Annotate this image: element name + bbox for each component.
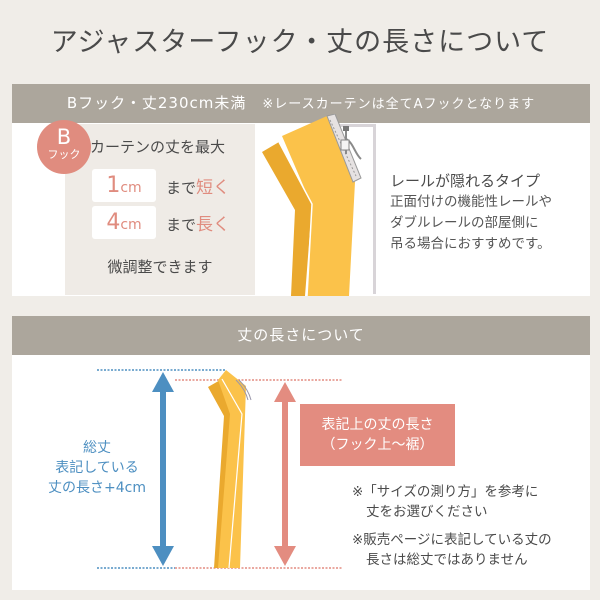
adjust-heading: カーテンの丈を最大	[90, 138, 226, 156]
length-notes: ※「サイズの測り方」を参考に 丈をお選びください ※販売ページに表記している丈の…	[352, 482, 552, 578]
hook-type-title: Bフック・丈230cm未満	[66, 94, 247, 112]
length-panel: 丈の長さについて 総丈 表記している 丈の長さ+4cm 表記上の丈の長さ （フッ…	[12, 316, 590, 590]
total-label-line: 総丈	[83, 440, 111, 456]
cm-value-box: 4cm	[92, 206, 156, 239]
lace-note: ※レースカーテンは全てAフックとなります	[262, 97, 536, 112]
note-line: 丈をお選びください	[366, 504, 488, 520]
rail-type-description: 正面付けの機能性レールや ダブルレールの部屋側に 吊る場合におすすめです。	[390, 192, 552, 255]
adjust-row-longer: 4cm まで長く	[92, 206, 230, 239]
note-line: 長さは総丈ではありません	[366, 552, 528, 568]
cm-unit: cm	[120, 217, 142, 233]
adjust-prefix: まで	[166, 179, 197, 197]
note-line: ※「サイズの測り方」を参考に	[352, 484, 539, 500]
hook-type-band: Bフック・丈230cm未満 ※レースカーテンは全てAフックとなります	[12, 84, 590, 123]
listed-length-line: 表記上の丈の長さ	[321, 417, 434, 433]
cm-number: 1	[106, 173, 121, 198]
length-diagram	[97, 369, 342, 569]
adjust-footer: 微調整できます	[107, 258, 213, 276]
adjust-accent: 長く	[196, 215, 231, 235]
total-label-line: 丈の長さ+4cm	[48, 480, 146, 496]
total-length-label: 総丈 表記している 丈の長さ+4cm	[42, 438, 152, 498]
cm-unit: cm	[120, 180, 142, 196]
curtain-rail-illustration	[262, 114, 376, 296]
listed-length-line: （フック上～裾）	[321, 437, 434, 453]
adjust-text: まで長く	[166, 210, 230, 235]
adjust-accent: 短く	[196, 178, 231, 198]
adjust-text: まで短く	[166, 173, 230, 198]
badge-label: フック	[47, 148, 81, 161]
hook-type-panel: Bフック・丈230cm未満※レースカーテンは全てAフックとなります B フック …	[12, 84, 590, 296]
rail-desc-line: 吊る場合におすすめです。	[390, 236, 551, 252]
total-label-line: 表記している	[55, 460, 139, 476]
rail-desc-line: ダブルレールの部屋側に	[390, 215, 539, 231]
adjust-prefix: まで	[166, 216, 197, 234]
b-hook-badge: B フック	[37, 120, 91, 174]
rail-desc-line: 正面付けの機能性レールや	[390, 194, 552, 210]
rail-type-title: レールが隠れるタイプ	[390, 172, 541, 190]
note-item: ※「サイズの測り方」を参考に 丈をお選びください	[352, 482, 552, 522]
note-item: ※販売ページに表記している丈の 長さは総丈ではありません	[352, 530, 552, 570]
note-line: ※販売ページに表記している丈の	[352, 532, 552, 548]
length-band: 丈の長さについて	[12, 316, 590, 355]
listed-length-box: 表記上の丈の長さ （フック上～裾）	[300, 404, 455, 466]
adjust-row-shorter: 1cm まで短く	[92, 169, 230, 202]
cm-number: 4	[106, 210, 121, 235]
cm-value-box: 1cm	[92, 169, 156, 202]
badge-letter: B	[56, 125, 72, 149]
page-title: アジャスターフック・丈の長さについて	[50, 27, 550, 58]
